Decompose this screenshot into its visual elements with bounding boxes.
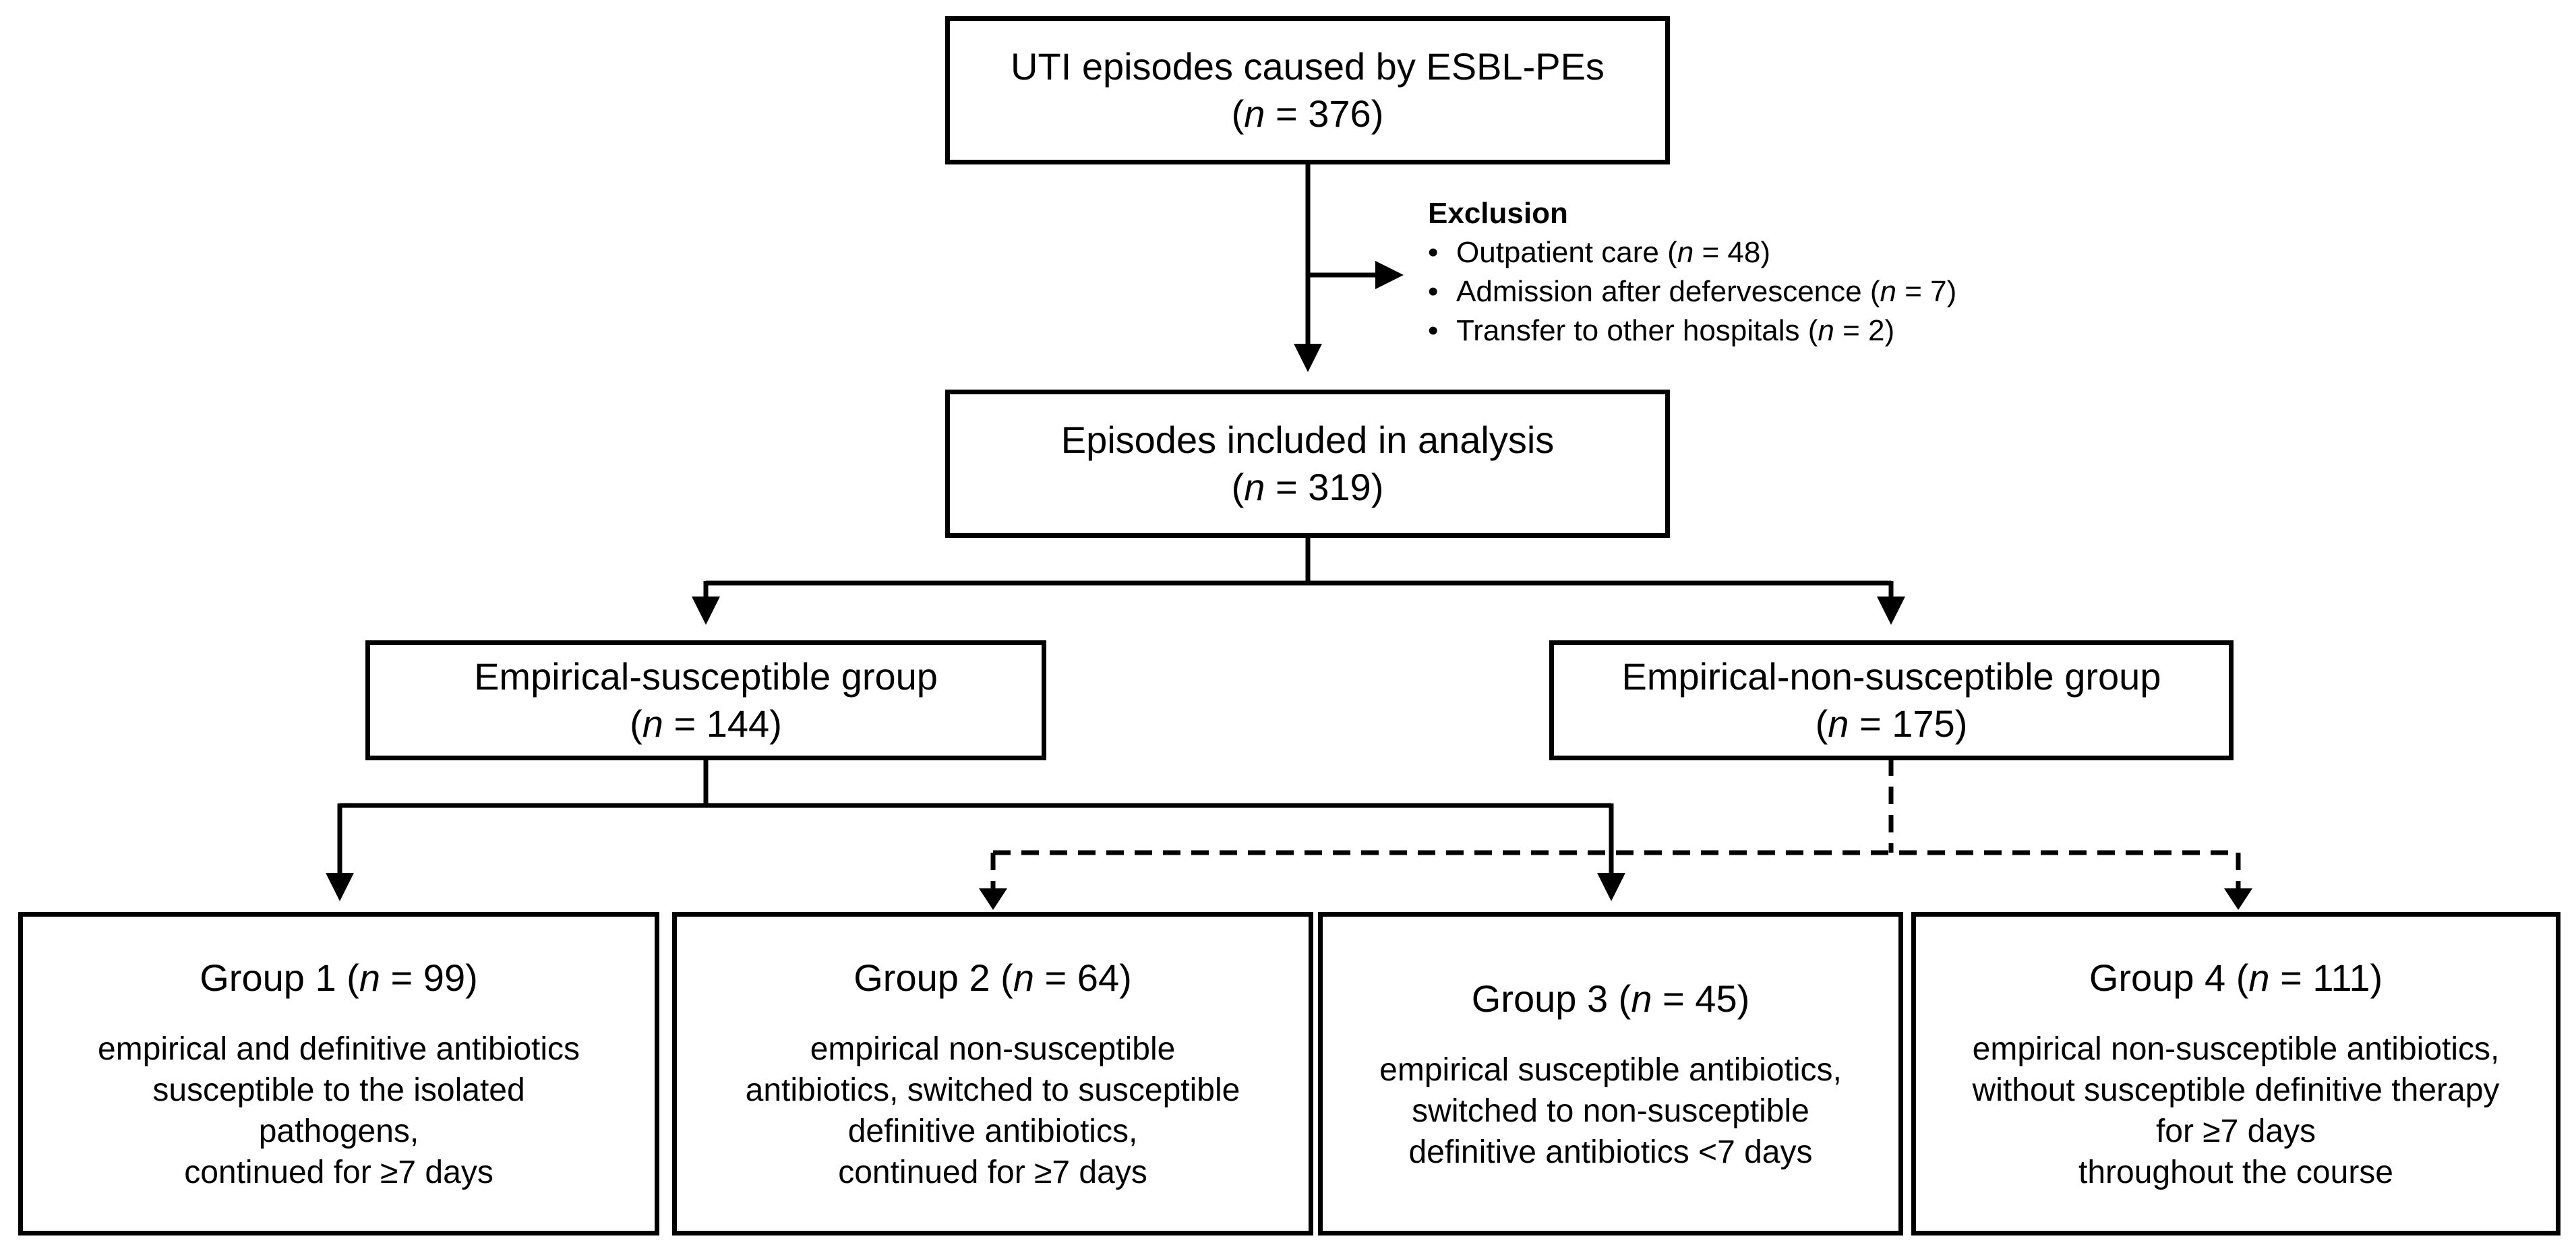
box-group-3: Group 3 (n = 45) empirical susceptible a… — [1318, 912, 1903, 1235]
box-empirical-non-susceptible-count: (n = 175) — [1815, 702, 1968, 745]
box-empirical-susceptible: Empirical-susceptible group (n = 144) — [365, 640, 1046, 760]
box-all-episodes-title: UTI episodes caused by ESBL-PEs — [1011, 45, 1605, 88]
exclusion-list: Exclusion • Outpatient care (n = 48) • A… — [1428, 194, 2169, 350]
box-included: Episodes included in analysis (n = 319) — [945, 390, 1670, 538]
exclusion-item: • Admission after defervescence (n = 7) — [1428, 275, 1957, 308]
exclusion-item: • Outpatient care (n = 48) — [1428, 236, 1770, 269]
box-included-count: (n = 319) — [1231, 466, 1384, 508]
group-4-description: empirical non-susceptible antibiotics, w… — [1972, 1031, 2500, 1190]
box-empirical-non-susceptible-title: Empirical-non-susceptible group — [1621, 655, 2161, 698]
box-group-4: Group 4 (n = 111) empirical non-suscepti… — [1911, 912, 2560, 1235]
box-empirical-susceptible-count: (n = 144) — [630, 702, 782, 745]
group-2-description: empirical non-susceptible antibiotics, s… — [745, 1031, 1240, 1190]
group-4-title: Group 4 (n = 111) — [2089, 956, 2383, 999]
group-3-title: Group 3 (n = 45) — [1471, 977, 1750, 1020]
group-1-title: Group 1 (n = 99) — [200, 956, 478, 999]
group-3-description: empirical susceptible antibiotics, switc… — [1379, 1051, 1842, 1170]
arrowhead-group-4 — [2224, 888, 2252, 910]
box-all-episodes: UTI episodes caused by ESBL-PEs (n = 376… — [945, 16, 1670, 164]
box-all-episodes-count: (n = 376) — [1231, 92, 1384, 135]
box-empirical-non-susceptible: Empirical-non-susceptible group (n = 175… — [1549, 640, 2234, 760]
box-group-1: Group 1 (n = 99) empirical and definitiv… — [18, 912, 659, 1235]
exclusion-item: • Transfer to other hospitals (n = 2) — [1428, 314, 1895, 347]
arrowhead-group-2 — [979, 888, 1007, 910]
exclusion-title: Exclusion — [1428, 197, 1568, 230]
box-group-2: Group 2 (n = 64) empirical non-susceptib… — [672, 912, 1313, 1235]
box-included-title: Episodes included in analysis — [1060, 419, 1555, 461]
group-2-title: Group 2 (n = 64) — [853, 956, 1132, 999]
group-1-description: empirical and definitive antibiotics sus… — [97, 1031, 580, 1190]
box-empirical-susceptible-title: Empirical-susceptible group — [474, 655, 938, 698]
